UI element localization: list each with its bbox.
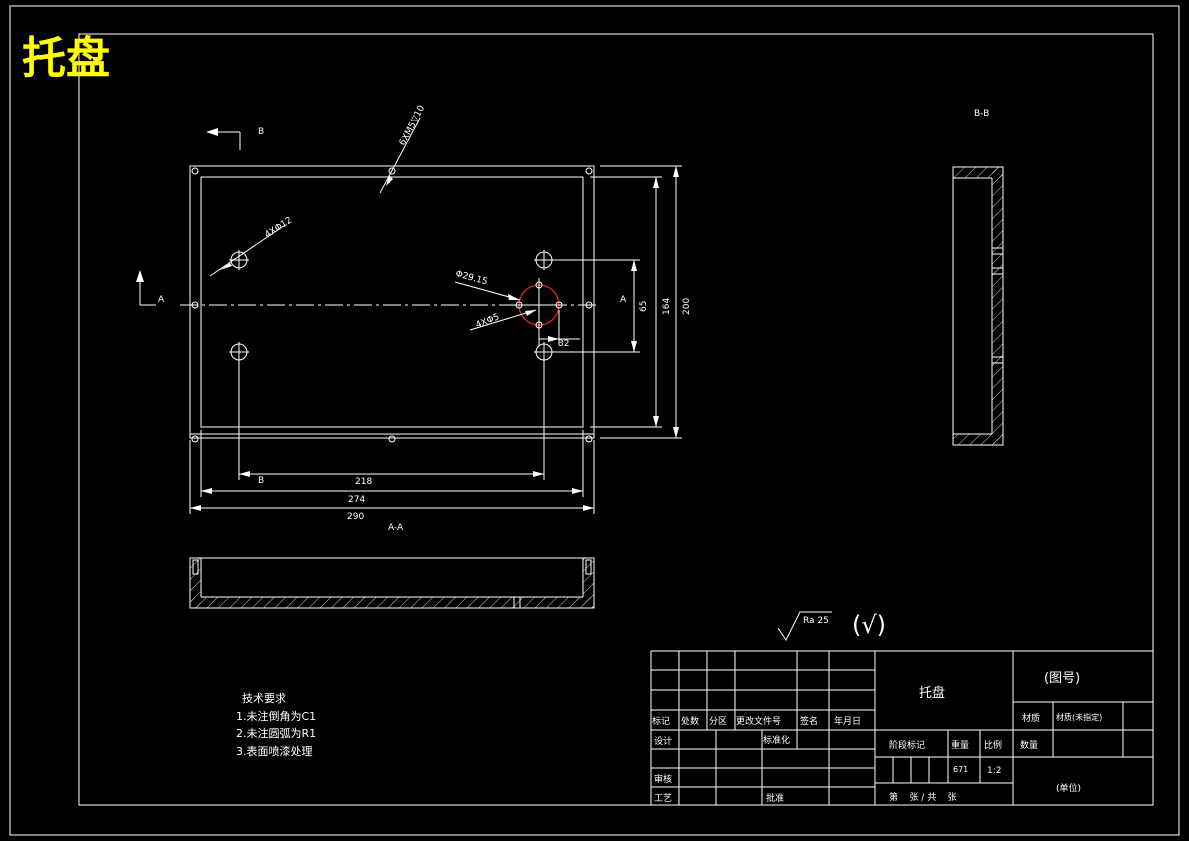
- svg-text:1:2: 1:2: [987, 766, 1001, 776]
- svg-text:材质(未指定): 材质(未指定): [1056, 712, 1102, 722]
- center-hole: [512, 278, 566, 332]
- dim-164: 164: [590, 176, 672, 428]
- outer-border: [9, 5, 1180, 836]
- label-4x5: 4XΦ5: [474, 312, 501, 331]
- svg-text:标记: 标记: [652, 715, 670, 727]
- section-b-label: B-B: [974, 109, 989, 119]
- label-6xm5: 6XM5▽10: [398, 104, 428, 148]
- svg-text:重量: 重量: [951, 739, 969, 751]
- svg-text:B: B: [258, 476, 264, 486]
- svg-text:年月日: 年月日: [834, 715, 861, 727]
- section-b-b: B-B: [952, 109, 1004, 446]
- svg-text:更改文件号: 更改文件号: [736, 715, 781, 727]
- dim-290: 290: [189, 440, 595, 522]
- svg-text:65: 65: [639, 301, 649, 312]
- large-holes: [229, 250, 554, 362]
- svg-text:1.未注倒角为C1: 1.未注倒角为C1: [236, 709, 316, 723]
- svg-text:设计: 设计: [654, 735, 672, 747]
- svg-text:签名: 签名: [800, 715, 818, 727]
- svg-text:批准: 批准: [766, 792, 784, 804]
- svg-text:164: 164: [662, 298, 672, 315]
- svg-text:A: A: [158, 295, 165, 305]
- svg-text:290: 290: [347, 512, 364, 522]
- svg-text:B: B: [258, 127, 264, 137]
- section-a-a: A-A: [189, 523, 595, 609]
- svg-text:2.未注圆弧为R1: 2.未注圆弧为R1: [236, 726, 316, 740]
- drawing-title: 托盘: [22, 33, 110, 84]
- svg-text:32: 32: [558, 339, 569, 349]
- svg-text:(√): (√): [852, 611, 886, 639]
- top-view: 6XM5▽10 4XΦ12 Φ29.15 4XΦ5 B A A 218: [136, 104, 692, 522]
- tb-drawing-no: (图号): [1044, 671, 1080, 686]
- dim-32: 32: [538, 310, 580, 349]
- svg-text:3.表面喷漆处理: 3.表面喷漆处理: [236, 744, 313, 758]
- dim-200: 200: [600, 165, 692, 439]
- svg-text:(单位): (单位): [1056, 782, 1081, 794]
- cut-a-right: A: [620, 295, 627, 305]
- surface-finish: Ra 25 (√): [777, 611, 886, 641]
- svg-text:标准化: 标准化: [763, 734, 790, 746]
- dim-218: 218 B: [238, 360, 545, 487]
- svg-text:第 张 / 共 张: 第 张 / 共 张: [889, 791, 957, 803]
- svg-text:分区: 分区: [709, 716, 727, 727]
- svg-text:200: 200: [682, 298, 692, 315]
- svg-text:审核: 审核: [654, 773, 672, 785]
- dim-274: 274: [200, 430, 584, 505]
- svg-text:Ra 25: Ra 25: [803, 616, 829, 626]
- tech-requirements: 技术要求 1.未注倒角为C1 2.未注圆弧为R1 3.表面喷漆处理: [236, 692, 316, 758]
- svg-text:671: 671: [953, 765, 968, 774]
- svg-text:处数: 处数: [681, 715, 699, 727]
- label-4x12: 4XΦ12: [263, 216, 294, 241]
- cut-b-top: B: [206, 127, 264, 150]
- svg-text:274: 274: [348, 495, 365, 505]
- svg-text:数量: 数量: [1020, 739, 1038, 751]
- svg-text:比例: 比例: [984, 739, 1002, 751]
- small-holes: [191, 167, 593, 443]
- section-a-label: A-A: [388, 523, 404, 533]
- svg-text:技术要求: 技术要求: [242, 692, 286, 705]
- svg-text:材质: 材质: [1022, 712, 1040, 724]
- title-block: 托盘 (图号) 材质 材质(未指定) 数量 (单位) 标记 处数 分区 更改文件…: [650, 650, 1154, 806]
- plate-outer: [189, 165, 595, 439]
- tb-part-name: 托盘: [919, 685, 945, 701]
- cut-a-left: A: [136, 270, 165, 306]
- svg-text:218: 218: [355, 477, 372, 487]
- inner-frame: [78, 33, 1154, 806]
- label-29-15: Φ29.15: [454, 269, 488, 287]
- plate-inner: [200, 176, 584, 428]
- svg-text:阶段标记: 阶段标记: [889, 739, 925, 751]
- svg-text:工艺: 工艺: [654, 793, 672, 804]
- dim-65: 65: [552, 259, 649, 353]
